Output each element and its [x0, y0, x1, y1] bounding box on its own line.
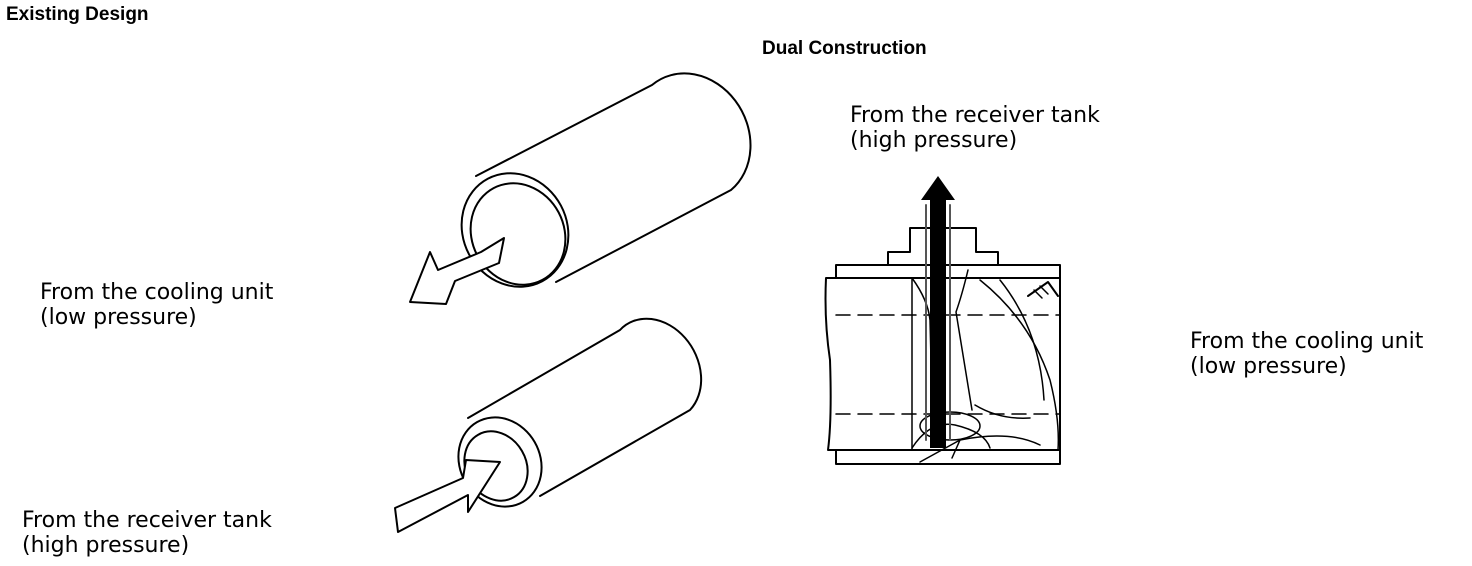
- dual-cooling-unit-label: From the cooling unit (low pressure): [1190, 329, 1423, 379]
- dual-receiver-tank-line1: From the receiver tank: [850, 103, 1100, 128]
- existing-cooling-unit-line1: From the cooling unit: [40, 280, 274, 305]
- dual-cooling-unit-line2: (low pressure): [1190, 354, 1347, 379]
- dual-receiver-tank-label: From the receiver tank (high pressure): [850, 103, 1100, 153]
- high-pressure-up-arrow: [921, 176, 955, 448]
- high-pressure-inflow-arrow: [394, 459, 501, 533]
- existing-receiver-tank-label: From the receiver tank (high pressure): [22, 508, 272, 558]
- existing-design-heading: Existing Design: [6, 4, 149, 25]
- dual-receiver-tank-line2: (high pressure): [850, 128, 1018, 153]
- low-pressure-pipe: [460, 72, 752, 288]
- existing-receiver-tank-line2: (high pressure): [22, 533, 190, 558]
- low-pressure-outflow-arrow: [409, 237, 505, 305]
- dual-construction-heading: Dual Construction: [762, 38, 927, 59]
- existing-cooling-unit-line2: (low pressure): [40, 305, 197, 330]
- existing-receiver-tank-line1: From the receiver tank: [22, 508, 272, 533]
- existing-cooling-unit-label: From the cooling unit (low pressure): [40, 280, 273, 330]
- dual-cooling-unit-line1: From the cooling unit: [1190, 329, 1424, 354]
